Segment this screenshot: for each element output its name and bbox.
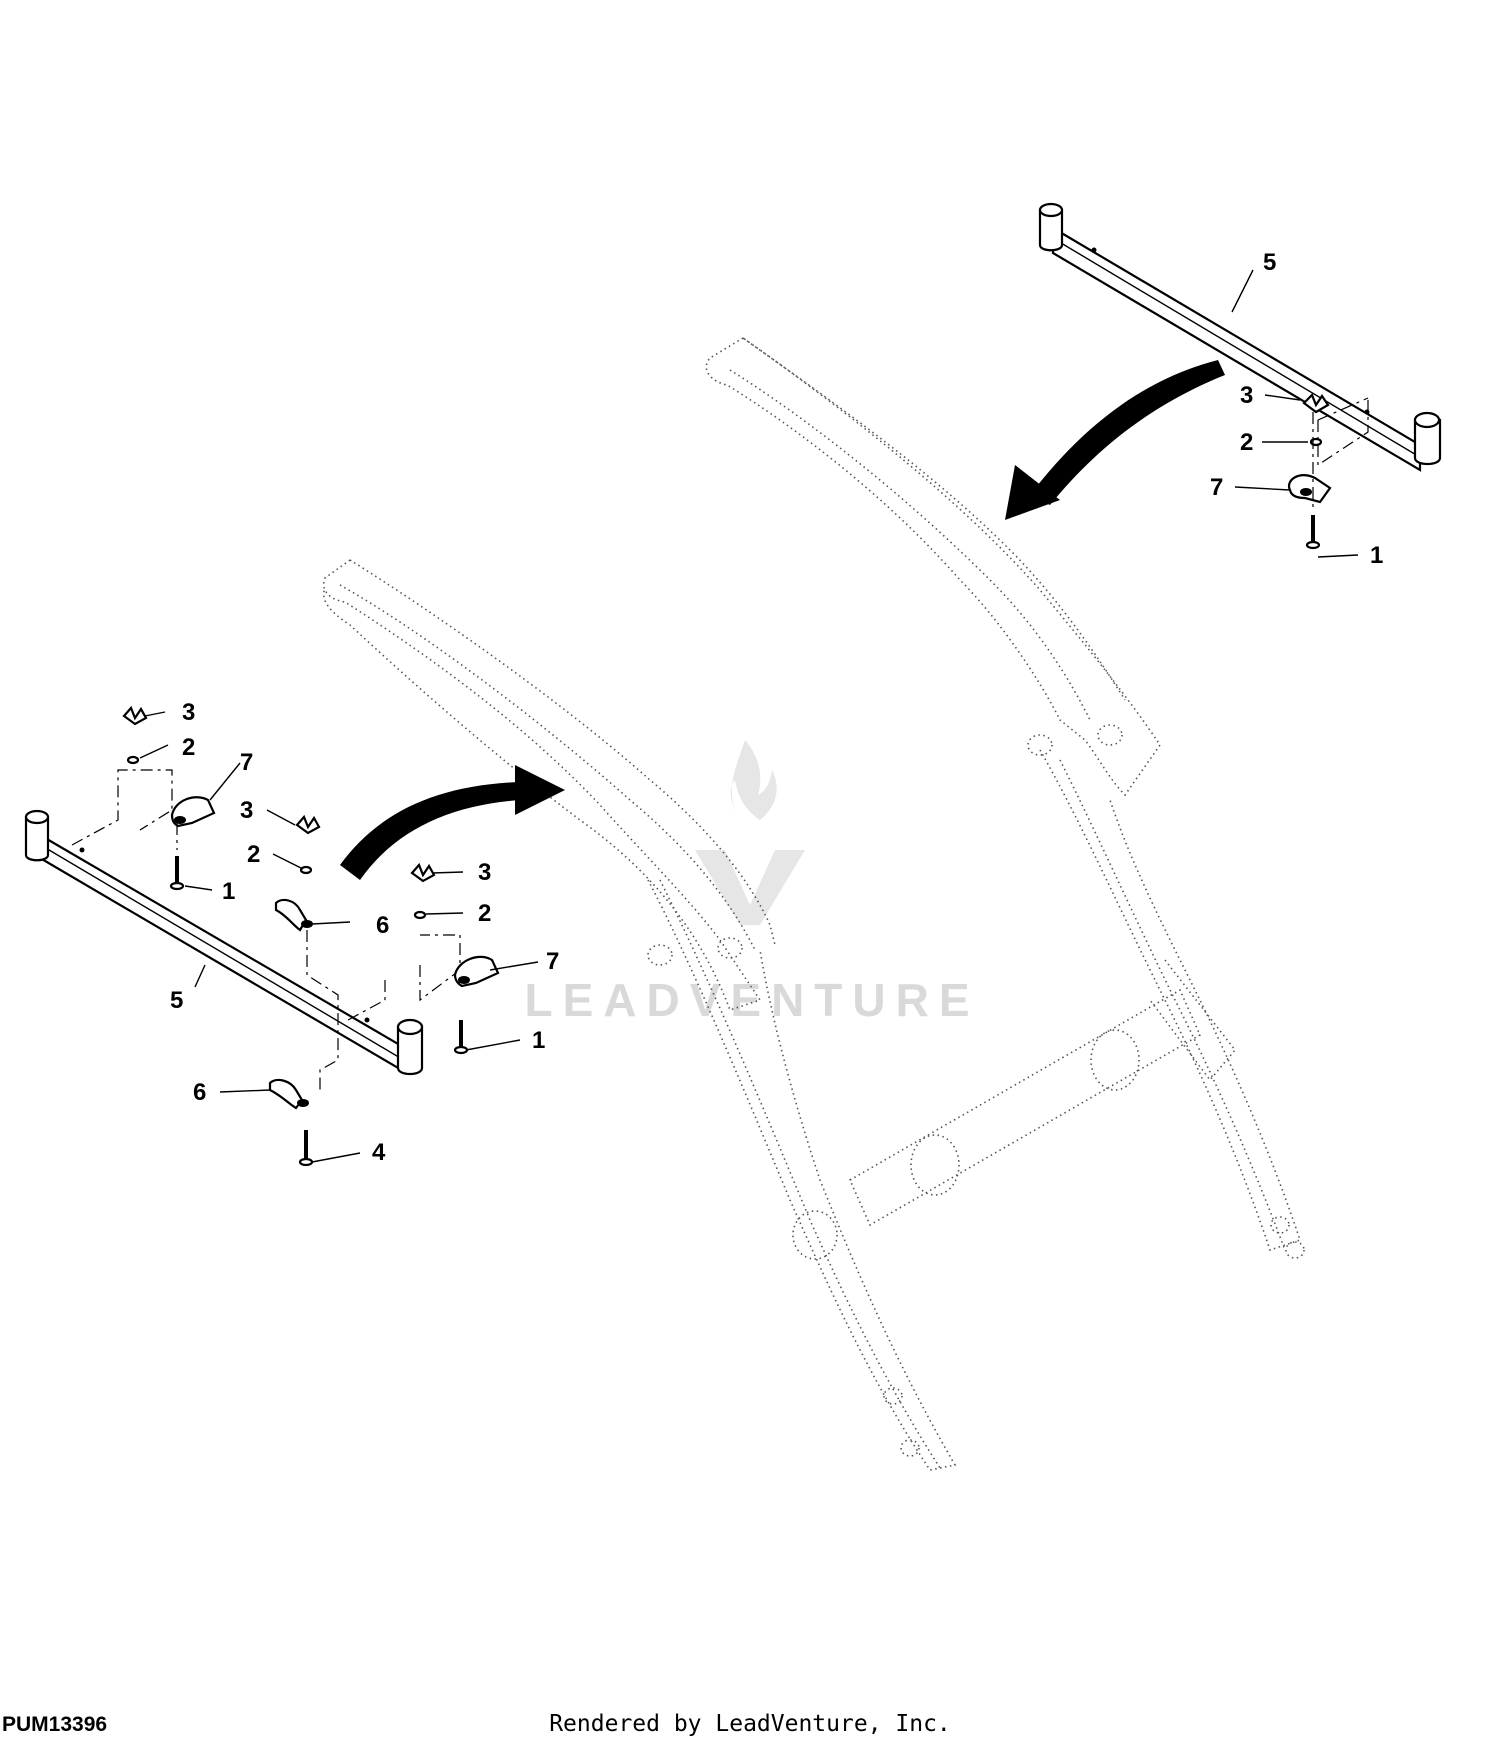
bolt-l2 <box>453 1020 469 1055</box>
callout-3-l2: 3 <box>240 797 253 824</box>
washer-l2 <box>299 865 313 875</box>
bolt-l1 <box>169 856 185 891</box>
callout-6-l2: 6 <box>193 1079 206 1106</box>
callout-3-top: 3 <box>1240 382 1253 409</box>
callout-3-l3: 3 <box>478 859 491 886</box>
bolt-l3 <box>298 1130 314 1167</box>
callout-7-l1: 7 <box>240 749 253 776</box>
callout-5-left: 5 <box>170 987 183 1014</box>
clamp-l1 <box>170 796 216 828</box>
wing-nut-l3 <box>410 862 436 883</box>
callout-2-l2: 2 <box>247 841 260 868</box>
install-arrow-right <box>1005 360 1225 520</box>
callout-5-top: 5 <box>1263 249 1276 276</box>
install-arrow-left <box>340 765 565 880</box>
callout-2-top: 2 <box>1240 429 1253 456</box>
crossbar-top <box>1038 202 1442 472</box>
crossbar-left <box>24 809 424 1076</box>
callout-2-l1: 2 <box>182 734 195 761</box>
callouts: 5 3 2 7 1 3 2 7 1 3 2 6 3 2 7 1 5 6 4 <box>170 249 1383 1166</box>
clip-l1 <box>274 898 313 932</box>
left-crossbar-assembly <box>24 705 500 1167</box>
top-crossbar-assembly <box>1038 202 1442 550</box>
clamp-top <box>1287 474 1332 504</box>
leader-lines <box>139 269 1359 1163</box>
callout-4: 4 <box>372 1139 386 1166</box>
figure-id: PUM13396 <box>2 1713 108 1736</box>
callout-7-l2: 7 <box>546 948 559 975</box>
bolt-top <box>1305 515 1321 550</box>
callout-1-l1: 1 <box>222 878 235 905</box>
washer-l1 <box>126 755 140 765</box>
clamp-l2 <box>453 955 500 988</box>
callout-2-l3: 2 <box>478 900 491 927</box>
watermark: LEADVENTURE <box>524 740 979 1026</box>
wing-nut-l2 <box>295 814 321 835</box>
callout-6-l1: 6 <box>376 912 389 939</box>
callout-1-l2: 1 <box>532 1027 545 1054</box>
wing-nut-top <box>1302 393 1330 414</box>
washer-l3 <box>413 910 427 920</box>
callout-1-top: 1 <box>1370 542 1383 569</box>
callout-3-l1: 3 <box>182 699 195 726</box>
footer-credit: Rendered by LeadVenture, Inc. <box>549 1711 951 1737</box>
loader-boom-frame <box>323 337 1305 1471</box>
watermark-text: LEADVENTURE <box>524 974 979 1026</box>
wing-nut-l1 <box>122 705 148 726</box>
callout-7-top: 7 <box>1210 474 1223 501</box>
clip-l2 <box>268 1078 309 1110</box>
